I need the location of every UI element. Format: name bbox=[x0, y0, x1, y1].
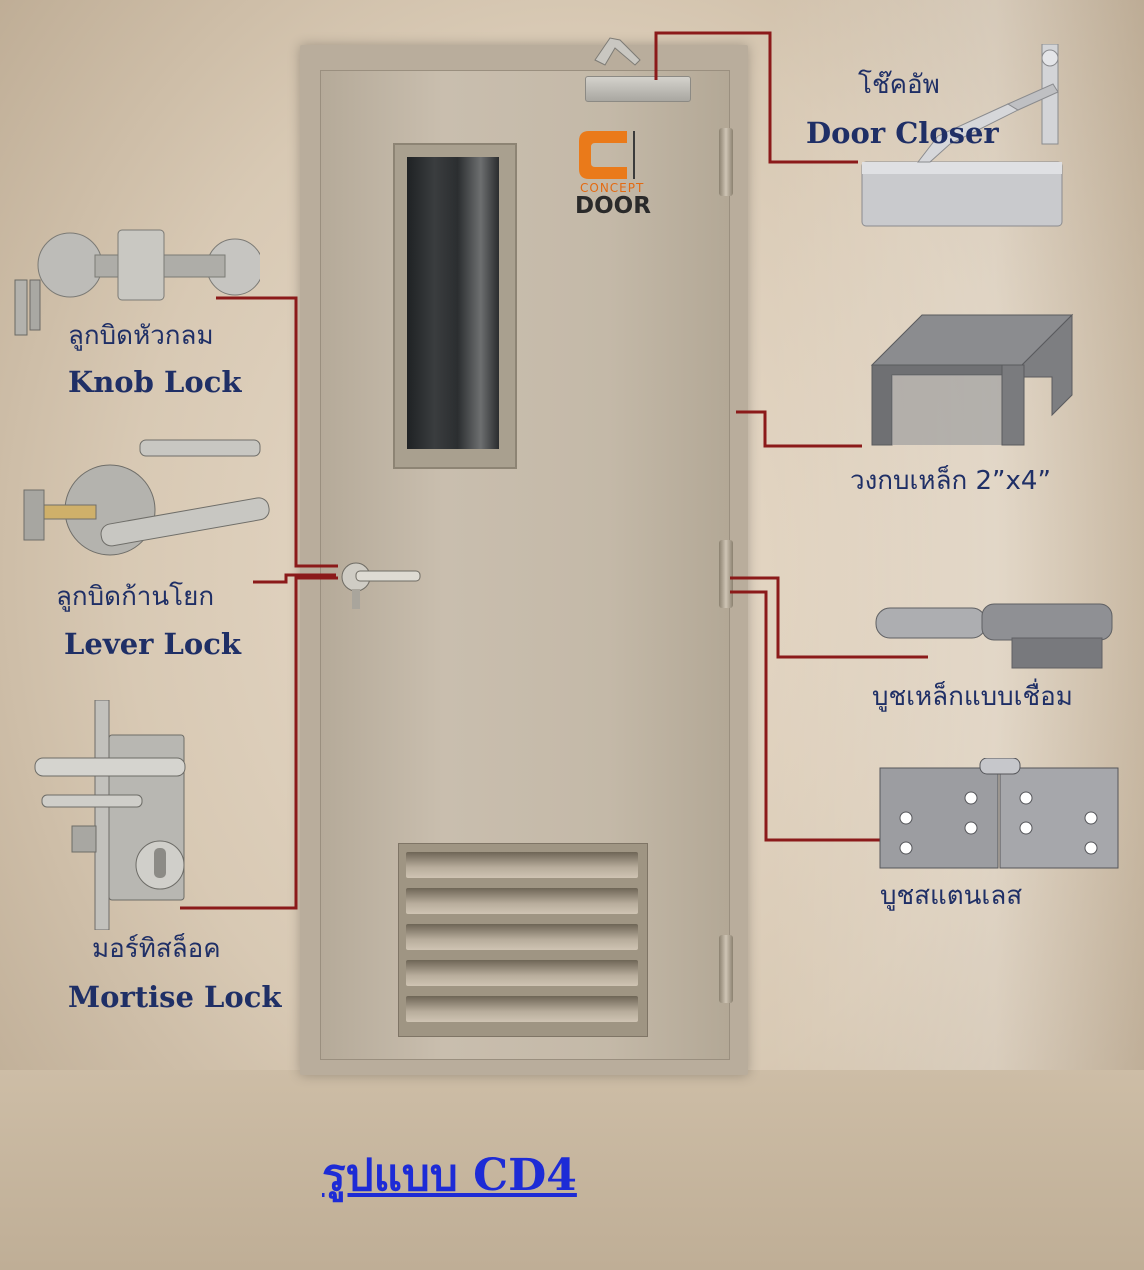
knob-lock-icon bbox=[14, 229, 260, 336]
logo-mark-icon bbox=[579, 131, 635, 179]
concept-door-logo: CONCEPT DOOR bbox=[575, 125, 690, 221]
mounted-door-closer bbox=[585, 76, 691, 102]
page-title: รูปแบบ CD4 bbox=[322, 1150, 577, 1201]
logo-text-concept: CONCEPT bbox=[580, 181, 645, 195]
label-steel-frame: วงกบเหล็ก 2”x4” bbox=[850, 466, 1051, 496]
closer-arm-icon bbox=[594, 37, 641, 66]
label-mortise-lock-th: มอร์ทิสล็อค bbox=[92, 934, 221, 964]
floor bbox=[0, 1070, 1144, 1270]
louver-slat bbox=[406, 996, 638, 1022]
label-knob-lock-th: ลูกบิดหัวกลม bbox=[68, 321, 214, 351]
label-knob-lock-en: Knob Lock bbox=[68, 365, 242, 399]
stainless-hinge-icon bbox=[879, 758, 1119, 869]
label-door-closer-th: โช๊คอัพ bbox=[858, 70, 940, 100]
louver-slat bbox=[406, 924, 638, 950]
lever-lock-icon bbox=[23, 439, 270, 556]
lever-handle-icon bbox=[341, 562, 421, 609]
label-door-closer-en: Door Closer bbox=[806, 116, 999, 150]
door-hinge bbox=[719, 128, 733, 196]
louver-slat bbox=[406, 852, 638, 878]
label-welded-hinge: บูชเหล็กแบบเชื่อม bbox=[872, 682, 1073, 712]
door-hinge bbox=[719, 540, 733, 608]
label-stainless-hinge: บูชสแตนเลส bbox=[880, 881, 1023, 911]
label-lever-lock-en: Lever Lock bbox=[64, 627, 242, 661]
louver-slat bbox=[406, 888, 638, 914]
door-hinge bbox=[719, 935, 733, 1003]
door-closer-icon bbox=[861, 44, 1063, 227]
vision-panel-glass bbox=[407, 157, 499, 449]
welded-hinge-icon bbox=[875, 603, 1113, 669]
label-lever-lock-th: ลูกบิดก้านโยก bbox=[56, 582, 215, 612]
logo-text-door: DOOR bbox=[575, 193, 651, 219]
label-mortise-lock-en: Mortise Lock bbox=[68, 980, 282, 1014]
louver-slat bbox=[406, 960, 638, 986]
mortise-lock-icon bbox=[34, 700, 186, 930]
steel-frame-icon bbox=[870, 313, 1074, 446]
